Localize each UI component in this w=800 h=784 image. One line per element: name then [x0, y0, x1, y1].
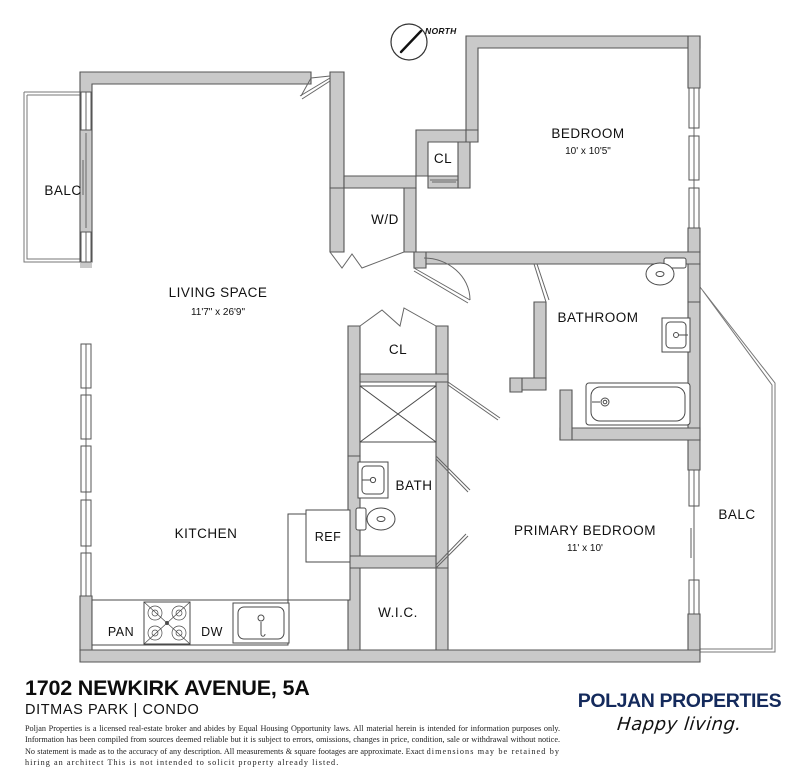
room-label-pantry: PAN [108, 625, 134, 639]
room-label-primary-bedroom: PRIMARY BEDROOM [514, 523, 656, 538]
toilet-bathroom [645, 257, 687, 286]
disclaimer-text: Poljan Properties is a licensed real-est… [25, 723, 560, 770]
room-label-living-space: LIVING SPACE [169, 285, 268, 300]
kitchen-sink [232, 602, 290, 644]
brand-logo: POLJAN PROPERTIES Happy living. [572, 690, 787, 735]
room-label-balcony-right: BALC [718, 507, 755, 522]
disclaimer-main: Poljan Properties is a licensed real-est… [25, 723, 560, 756]
room-label-washer-dryer: W/D [371, 212, 399, 227]
balcony-right-rail [699, 286, 776, 653]
page-title: 1702 NEWKIRK AVENUE, 5A [25, 676, 310, 700]
room-label-bath: BATH [395, 478, 432, 493]
room-label-closet-bedroom: CL [434, 151, 452, 166]
balcony-door-leaves [82, 133, 695, 578]
room-label-balcony-left: BALC [44, 183, 81, 198]
room-label-bathroom: BATHROOM [558, 310, 639, 325]
room-label-refrigerator: REF [315, 530, 342, 544]
room-dim-bedroom: 10' x 10'5" [565, 146, 611, 157]
north-compass-icon [390, 23, 428, 61]
room-dim-primary-bedroom: 11' x 10' [567, 543, 603, 554]
floor-plan-drawing: BALC LIVING SPACE 11'7" x 26'9" BEDROOM … [23, 23, 776, 663]
range-cooktop [143, 601, 191, 645]
footer: 1702 NEWKIRK AVENUE, 5A DITMAS PARK | CO… [0, 672, 800, 784]
room-dim-living-space: 11'7" x 26'9" [191, 307, 246, 318]
bathtub [585, 382, 691, 426]
room-label-walk-in-closet: W.I.C. [378, 605, 418, 620]
room-label-closet-hall: CL [389, 342, 407, 357]
room-label-kitchen: KITCHEN [175, 526, 238, 541]
brand-name: POLJAN PROPERTIES [577, 690, 782, 712]
shower-stall [359, 385, 437, 443]
disclaimer-tail: dimensions may be retained by hiring an … [25, 746, 560, 768]
sink-bathroom [661, 317, 691, 353]
fixtures [91, 257, 691, 646]
room-label-bedroom: BEDROOM [551, 126, 624, 141]
balcony-left-rail [23, 91, 86, 263]
wall-structure [79, 35, 701, 663]
compass-north-label: NORTH [425, 26, 457, 36]
toilet-bath [355, 507, 396, 531]
door-swings [299, 75, 550, 569]
brand-tagline: Happy living. [616, 714, 743, 735]
sink-bath [357, 461, 389, 499]
neighborhood-type-subtitle: DITMAS PARK | CONDO [25, 701, 200, 718]
window-mullions [85, 88, 695, 614]
room-label-dishwasher: DW [201, 625, 223, 639]
address-block: 1702 NEWKIRK AVENUE, 5A DITMAS PARK | CO… [25, 677, 570, 769]
